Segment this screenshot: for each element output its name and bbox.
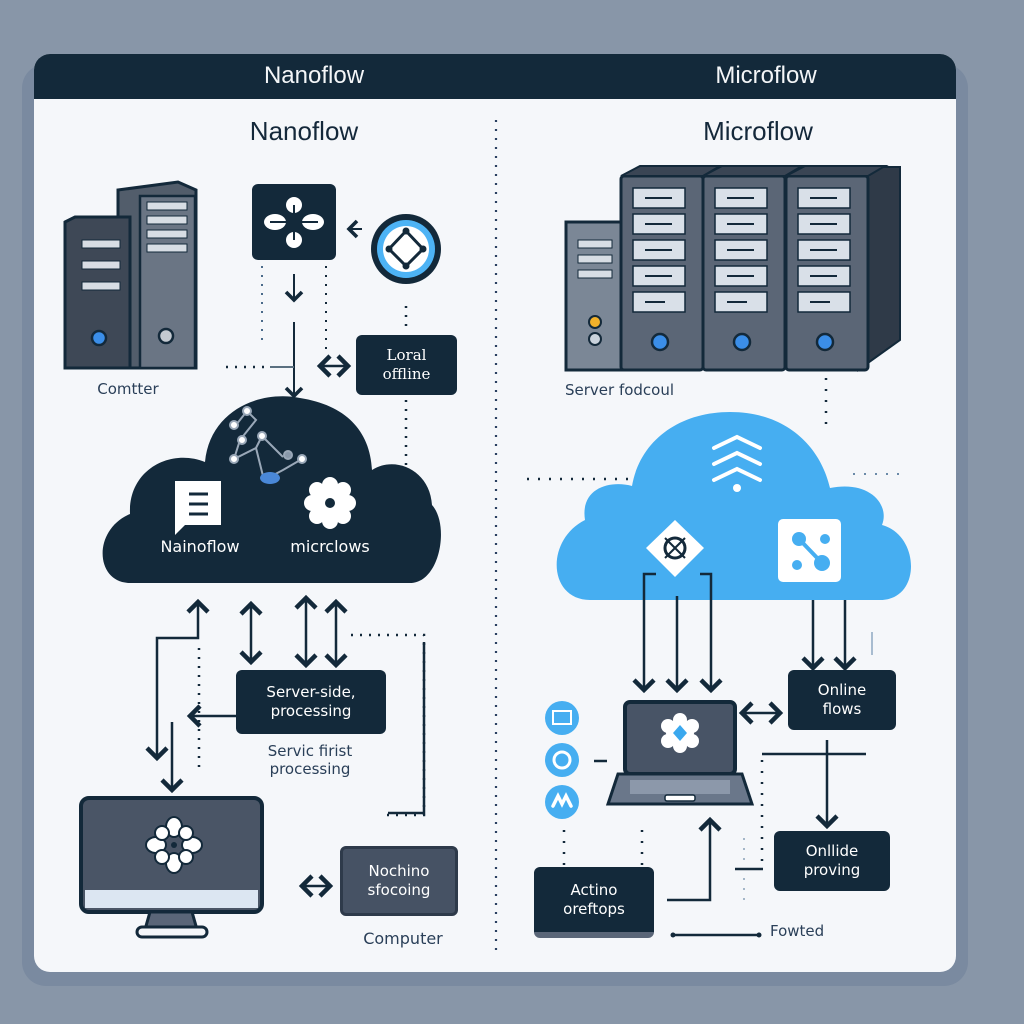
- refresh-icon: [545, 743, 579, 777]
- window-icon: [545, 701, 579, 735]
- server-caption: Comtter: [97, 380, 159, 398]
- server-tower-icon: [63, 180, 198, 370]
- document-icon: [175, 481, 221, 535]
- server-farm-caption: Server fodcoul: [565, 381, 675, 399]
- computer-caption: Computer: [363, 929, 443, 948]
- online-flows-box[interactable]: Online flows: [788, 670, 896, 730]
- flower-gear-icon: [304, 477, 356, 529]
- flow-node-icon: [252, 184, 336, 260]
- network-diamond-icon: [371, 214, 441, 284]
- subtitle-nanoflow: Nanoflow: [249, 116, 359, 146]
- diamond-node-icon: [646, 520, 704, 577]
- online-flows-label: Online flows: [817, 681, 867, 718]
- monitor-icon: [79, 796, 264, 939]
- online-processing-label: Onllide proving: [803, 842, 861, 879]
- local-offline-label: Loral offline: [382, 346, 431, 383]
- server-side-processing-label: Server-side, processing: [266, 683, 356, 720]
- active-operations-box[interactable]: Actino oreftops: [534, 867, 654, 938]
- molecule-graph-icon: [229, 406, 307, 484]
- service-caption: Servic firist processing: [267, 742, 353, 778]
- header-title-nanoflow: Nanoflow: [263, 62, 365, 89]
- signal-waves-icon: [712, 434, 762, 492]
- local-offline-box[interactable]: Loral offline: [356, 335, 457, 395]
- header-title-microflow: Microflow: [715, 62, 817, 89]
- machine-processing-box[interactable]: Nochino sfocoing: [340, 846, 458, 916]
- forwarded-caption: Fowted: [770, 922, 825, 940]
- server-side-processing-box[interactable]: Server-side, processing: [236, 670, 386, 734]
- share-graph-icon: [778, 519, 841, 582]
- machine-processing-label: Nochino sfocoing: [367, 862, 431, 899]
- active-operations-label: Actino oreftops: [563, 880, 625, 918]
- server-rack-icon: [564, 164, 901, 372]
- link-icon: [545, 785, 579, 819]
- header-bar: Nanoflow Microflow: [34, 54, 956, 99]
- cloud-label-nanoflow: Nainoflow: [160, 537, 240, 556]
- nanoflow-cloud: [102, 396, 441, 583]
- subtitle-microflow: Microflow: [703, 116, 813, 146]
- online-processing-box[interactable]: Onllide proving: [774, 831, 890, 891]
- cloud-label-microflows: micrclows: [290, 537, 370, 556]
- laptop-icon: [605, 700, 755, 806]
